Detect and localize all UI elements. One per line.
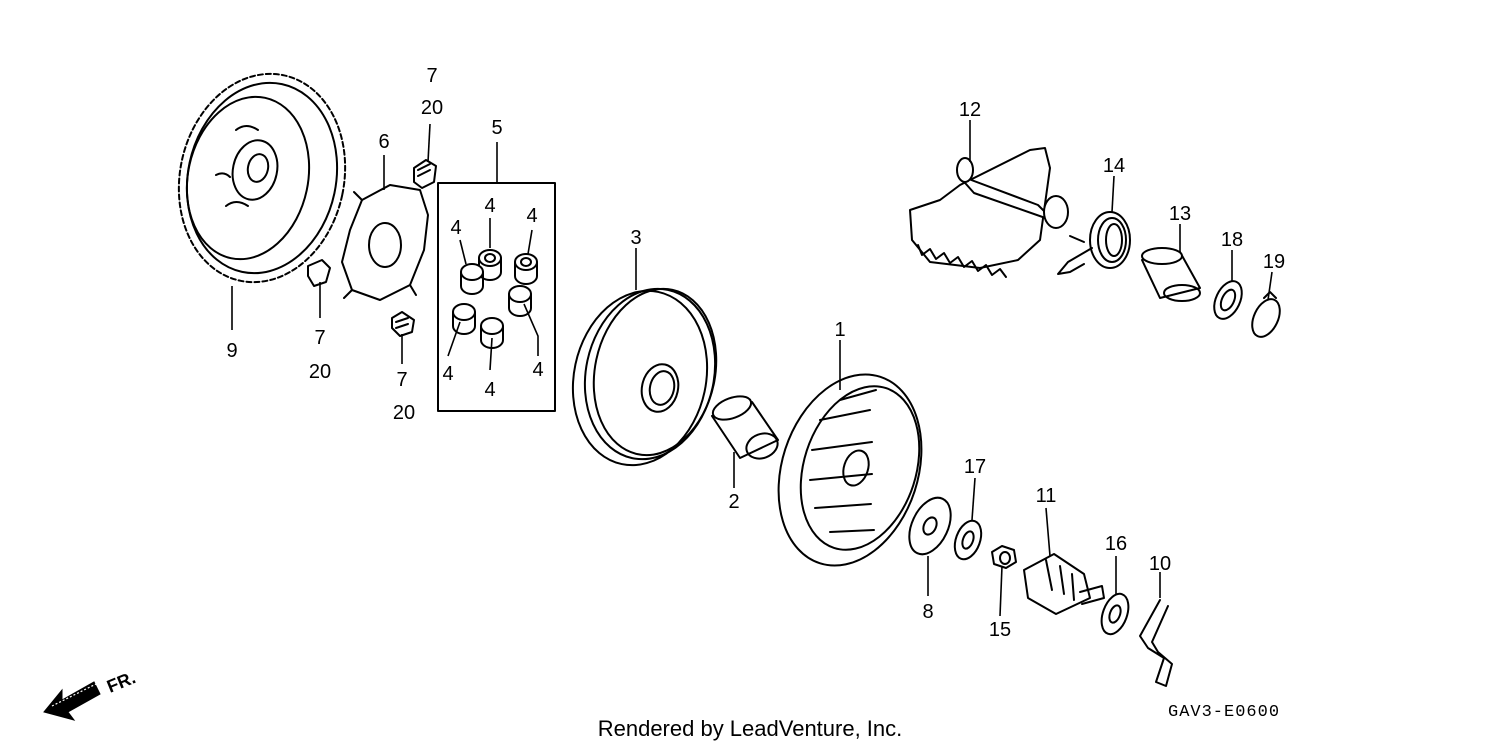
callout-18: 18 — [1221, 229, 1243, 251]
part-14-spring[interactable] — [1057, 211, 1131, 275]
callout-19: 19 — [1263, 251, 1285, 273]
leader-lines — [231, 120, 1273, 617]
callout-7-top: 7 — [426, 65, 437, 87]
callout-5: 5 — [491, 117, 502, 139]
front-arrow-icon — [43, 681, 101, 721]
callout-13: 13 — [1169, 203, 1191, 225]
callout-20-top: 20 — [421, 97, 443, 119]
part-17-washer[interactable] — [950, 517, 986, 563]
callout-6: 6 — [378, 131, 389, 153]
part-10-clip[interactable] — [1139, 599, 1173, 687]
part-3-drive-face[interactable] — [557, 277, 731, 478]
callout-20-bottom: 20 — [393, 402, 415, 424]
part-15-nut[interactable] — [991, 545, 1017, 569]
part-1-fan[interactable] — [755, 356, 945, 584]
part-6-ramp-plate[interactable] — [341, 184, 429, 301]
part-18-washer[interactable] — [1209, 277, 1248, 323]
callout-10: 10 — [1149, 553, 1171, 575]
part-7-slider-bottom[interactable] — [391, 311, 415, 337]
callout-12: 12 — [959, 99, 981, 121]
callout-4-f: 4 — [532, 359, 543, 381]
callout-4-c: 4 — [526, 205, 537, 227]
callout-7-left: 7 — [314, 327, 325, 349]
callout-4-b: 4 — [484, 195, 495, 217]
part-8-plate[interactable] — [901, 491, 959, 561]
callout-7-bottom: 7 — [396, 369, 407, 391]
callout-4-e: 4 — [484, 379, 495, 401]
part-11-pinion[interactable] — [1023, 553, 1105, 615]
part-16-washer[interactable] — [1097, 590, 1134, 638]
callout-labels: 9 6 7 20 7 20 7 20 5 4 4 4 4 4 4 3 2 1 8… — [226, 65, 1285, 641]
part-19-circlip[interactable] — [1247, 291, 1286, 341]
callout-3: 3 — [630, 227, 641, 249]
part-12-kick-spindle[interactable] — [909, 147, 1069, 278]
diagram-code: GAV3-E0600 — [1168, 703, 1281, 722]
part-4-rollers[interactable] — [452, 249, 538, 349]
part-7-slider-left[interactable] — [307, 259, 331, 287]
part-9-gear[interactable] — [160, 58, 364, 298]
callout-16: 16 — [1105, 533, 1127, 555]
callout-9: 9 — [226, 340, 237, 362]
callout-1: 1 — [834, 319, 845, 341]
callout-17: 17 — [964, 456, 986, 478]
callout-4-a: 4 — [450, 217, 461, 239]
callout-14: 14 — [1103, 155, 1125, 177]
callout-4-d: 4 — [442, 363, 453, 385]
credit-text: Rendered by LeadVenture, Inc. — [597, 716, 903, 741]
part-13-bushing[interactable] — [1141, 247, 1201, 302]
callout-2: 2 — [728, 491, 739, 513]
part-7-slider-top[interactable] — [413, 159, 437, 189]
callout-15: 15 — [989, 619, 1011, 641]
callout-11: 11 — [1036, 485, 1057, 507]
callout-8: 8 — [922, 601, 933, 623]
front-label: FR. — [104, 667, 138, 696]
part-2-collar[interactable] — [710, 392, 781, 463]
callout-20-left: 20 — [309, 361, 331, 383]
